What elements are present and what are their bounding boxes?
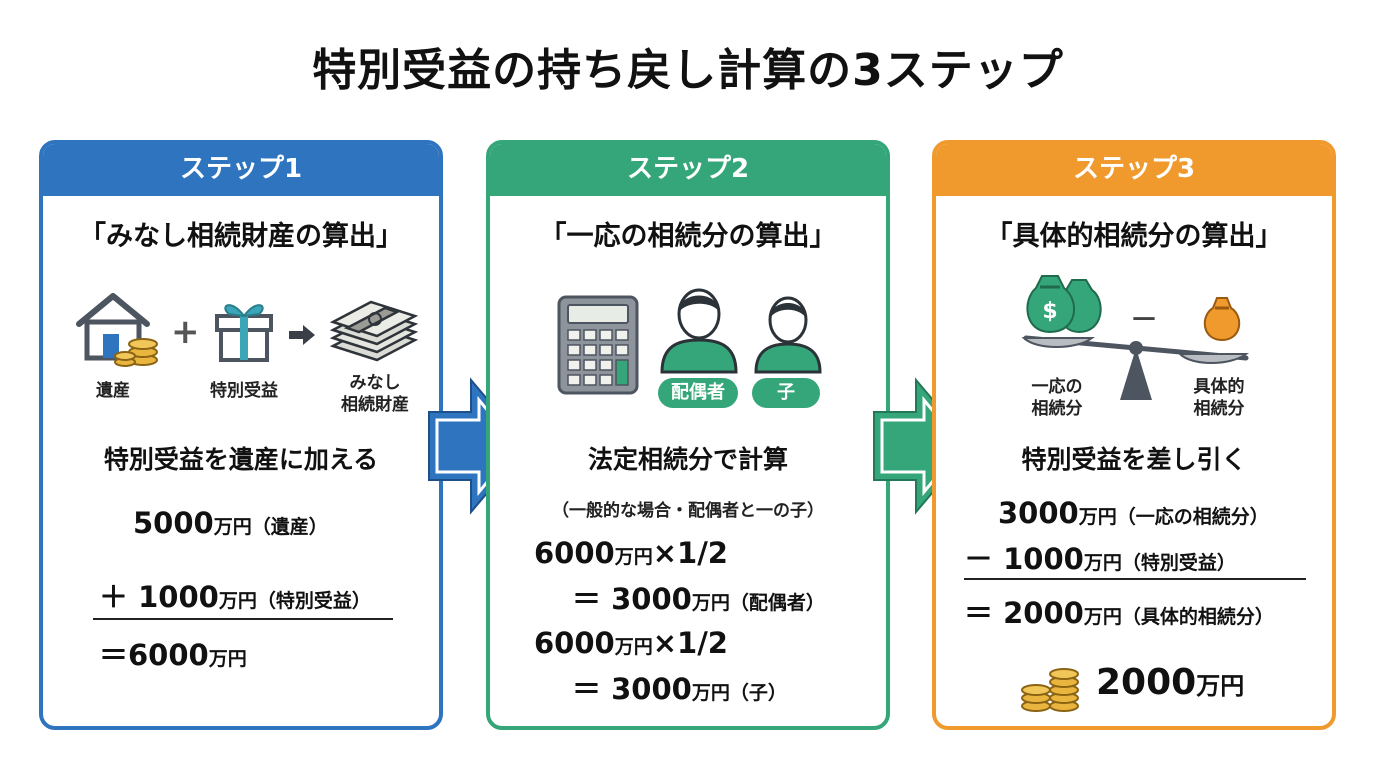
- step-2-header: ステップ2: [490, 144, 886, 196]
- calc-unit: 万円: [614, 636, 653, 658]
- spouse-pill: 配偶者: [658, 378, 738, 408]
- arrow-right-icon: [289, 325, 315, 345]
- step-2-lead: 法定相続分で計算: [587, 445, 788, 474]
- money-bag-icon: [1203, 297, 1241, 342]
- deemed-label-line1: みなし: [349, 373, 401, 393]
- calc-unit: 万円: [1078, 506, 1117, 528]
- calc-value: ＝6000: [99, 638, 209, 672]
- person-icon: [660, 288, 738, 374]
- result-amount: 2000万円: [1096, 662, 1244, 703]
- step-3-card: ステップ3 「具体的相続分の算出」 $ － 一応の 相続分 具体的 相続分 特別…: [932, 140, 1336, 730]
- calc-line-child-result: ＝ 3000万円（子）: [572, 666, 787, 708]
- difference-divider: [964, 578, 1306, 580]
- calc-note: （具体的相続分）: [1121, 606, 1274, 628]
- page-title: 特別受益の持ち戻し計算の3ステップ: [312, 45, 1064, 96]
- calculator-icon: [557, 295, 639, 395]
- calc-unit: 万円: [614, 546, 653, 568]
- calc-note: （特別受益）: [1121, 552, 1236, 574]
- gift-label: 特別受益: [210, 381, 278, 401]
- calc-line-spouse-result: ＝ 3000万円（配偶者）: [572, 576, 825, 618]
- scale-left-label-1: 一応の: [1031, 377, 1083, 397]
- calc-value: ＝ 2000: [964, 596, 1084, 630]
- minus-operator: －: [1130, 303, 1159, 336]
- step-3-header: ステップ3: [936, 144, 1332, 196]
- step-3-lead: 特別受益を差し引く: [1021, 445, 1247, 474]
- calc-note: （配偶者）: [729, 592, 825, 614]
- calc-unit: 万円: [1083, 552, 1122, 574]
- calc-line-estate: 5000万円（遺産）: [133, 506, 328, 540]
- calc-value: 5000: [133, 506, 214, 540]
- calc-note: （子）: [729, 682, 787, 704]
- calc-line-specific: ＝ 2000万円（具体的相続分）: [964, 590, 1274, 632]
- calc-unit: 万円: [691, 682, 730, 704]
- result-value: 2000: [1096, 662, 1197, 703]
- money-stack-icon: [329, 300, 419, 362]
- calc-unit: 万円: [691, 592, 730, 614]
- calc-fraction: ×1/2: [652, 536, 728, 570]
- calc-note: （遺産）: [251, 516, 328, 538]
- plus-operator: +: [171, 312, 200, 352]
- calc-value: ＝ 3000: [572, 672, 692, 706]
- scale-left-label-2: 相続分: [1031, 399, 1083, 419]
- deemed-label-line2: 相続財産: [341, 395, 409, 415]
- scale-right-label-1: 具体的: [1193, 377, 1245, 397]
- calc-unit: 万円: [213, 516, 252, 538]
- scale-right-label-2: 相続分: [1193, 399, 1245, 419]
- calc-value: ＋ 1000: [99, 580, 219, 614]
- house-with-coins-icon: [76, 293, 158, 367]
- calc-line-gift: － 1000万円（特別受益）: [964, 536, 1236, 578]
- step-1-subtitle: 「みなし相続財産の算出」: [79, 221, 403, 252]
- step-2-card: ステップ2 「一応の相続分の算出」 配偶者 子 法定相続分で計算 （一般的な場合…: [486, 140, 890, 730]
- calc-value: 6000: [534, 536, 615, 570]
- gift-icon: [215, 304, 273, 362]
- calc-unit: 万円: [218, 590, 257, 612]
- calc-value: 6000: [534, 626, 615, 660]
- calc-fraction: ×1/2: [652, 626, 728, 660]
- person-icon: [754, 296, 822, 374]
- child-pill: 子: [752, 378, 820, 408]
- calc-unit: 万円: [1083, 606, 1122, 628]
- calc-line-child-formula: 6000万円×1/2: [534, 626, 728, 660]
- calc-value: 3000: [998, 496, 1079, 530]
- calc-unit: 万円: [208, 648, 247, 670]
- step-1-card: ステップ1 「みなし相続財産の算出」 遺産 + 特別受益 みなし: [39, 140, 443, 730]
- step-1-lead: 特別受益を遺産に加える: [103, 445, 379, 474]
- calc-value: ＝ 3000: [572, 582, 692, 616]
- money-bags-icon: $: [1026, 275, 1102, 334]
- balance-scale-icon: [1021, 335, 1250, 400]
- calc-value: － 1000: [964, 542, 1084, 576]
- step-3-subtitle: 「具体的相続分の算出」: [985, 221, 1283, 252]
- calc-note: （一応の相続分）: [1116, 506, 1269, 528]
- result-unit: 万円: [1196, 672, 1245, 700]
- coins-icon: [1021, 668, 1079, 712]
- calc-line-spouse-formula: 6000万円×1/2: [534, 536, 728, 570]
- step-1-header: ステップ1: [43, 144, 439, 196]
- sum-divider: [93, 618, 393, 620]
- calc-line-gift: ＋ 1000万円（特別受益）: [99, 574, 371, 616]
- case-note: （一般的な場合・配偶者と一の子）: [552, 501, 824, 521]
- calc-line-total: ＝6000万円: [99, 632, 247, 674]
- calc-note: （特別受益）: [256, 590, 371, 612]
- calc-line-provisional: 3000万円（一応の相続分）: [998, 496, 1269, 530]
- step-2-subtitle: 「一応の相続分の算出」: [539, 221, 837, 252]
- estate-label: 遺産: [96, 381, 130, 401]
- svg-text:$: $: [1042, 299, 1057, 324]
